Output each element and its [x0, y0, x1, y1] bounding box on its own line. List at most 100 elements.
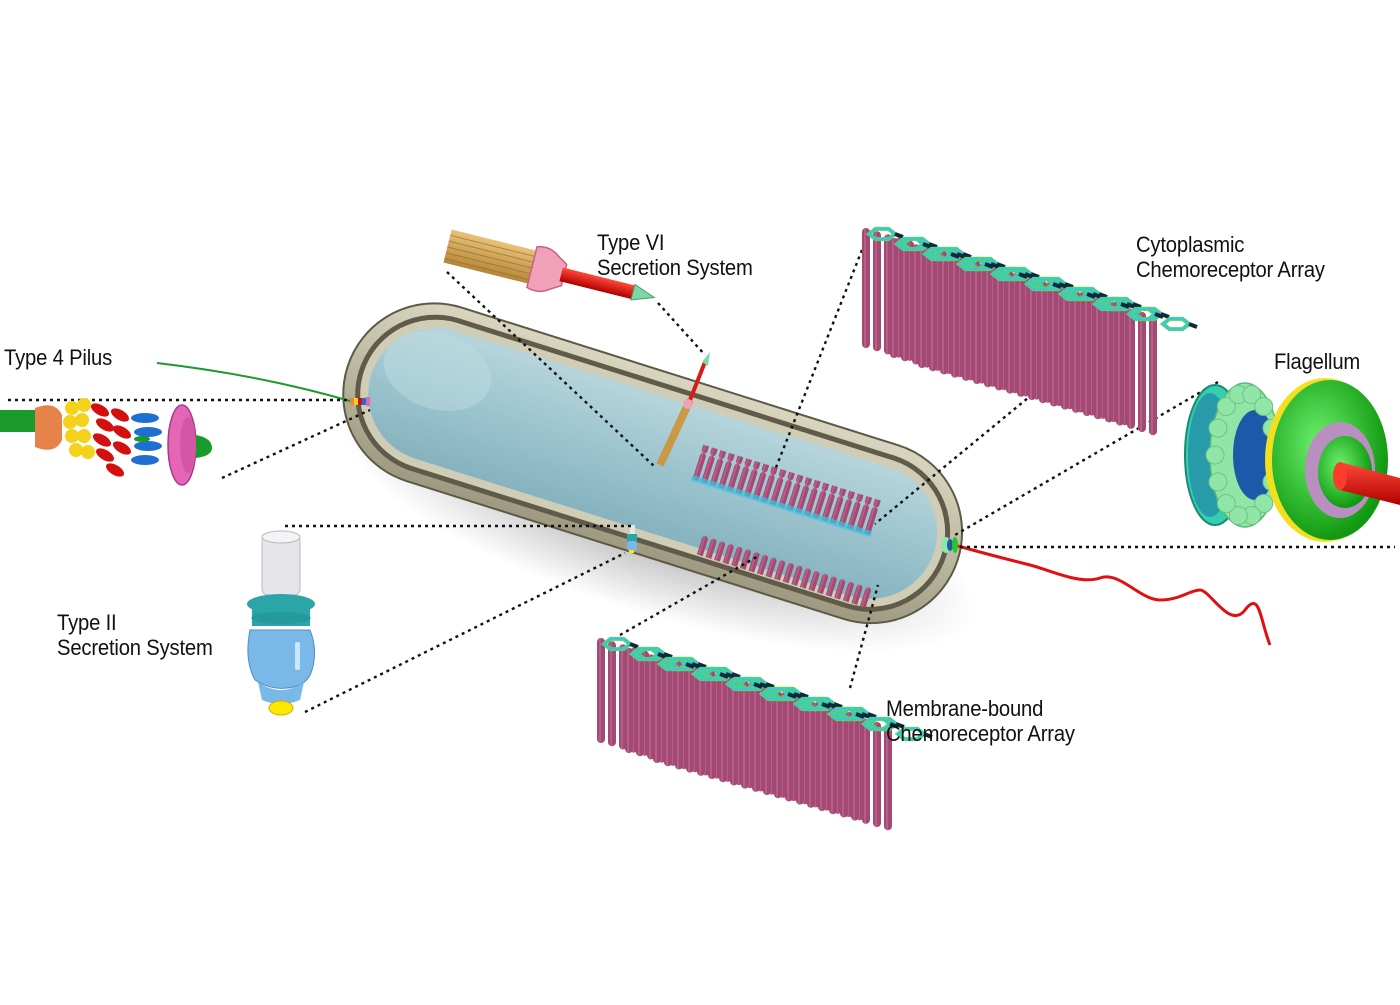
receptor-rod-highlight: [820, 706, 822, 811]
receptor-linker: [725, 672, 735, 679]
label-membrane-array: Membrane-bound Chemoreceptor Array: [886, 696, 1075, 746]
receptor-ring-cyan: [1099, 297, 1129, 311]
receptor-ring-cyan: [828, 707, 858, 721]
receptor-rod-highlight: [864, 718, 866, 824]
receptor-linker: [1018, 272, 1028, 279]
receptor-rod-highlight: [953, 257, 955, 378]
flagellar-motor-model: [1184, 378, 1400, 542]
receptor-ring-cyan: [692, 667, 722, 681]
receptor-linker: [759, 682, 769, 689]
receptor-rod-highlight: [1019, 276, 1021, 397]
label-type4-pilus: Type 4 Pilus: [4, 345, 112, 370]
receptor-linker: [629, 642, 639, 649]
stator-bead: [1208, 472, 1228, 492]
receptor-linker: [922, 242, 932, 249]
receptor-rod-highlight: [638, 651, 640, 757]
receptor-ring-cyan: [991, 267, 1021, 281]
receptor-linker: [855, 712, 865, 719]
receptor-linker: [1058, 282, 1068, 289]
receptor-linker: [1064, 282, 1074, 289]
receptor-linker: [1188, 322, 1198, 329]
t6ss-sheath: [443, 229, 540, 285]
receptor-linker: [821, 702, 831, 709]
mini-receptor-bundle: [691, 444, 882, 536]
leader-flagellum-top: [954, 380, 1219, 537]
receptor-rod-highlight: [903, 241, 905, 362]
label-cytoplasmic-array: Cytoplasmic Chemoreceptor Array: [1136, 232, 1325, 282]
receptor-ring-cyan: [997, 267, 1027, 281]
receptor-rod-highlight: [1052, 286, 1054, 407]
stator-bead: [1242, 385, 1262, 405]
label-type4-pilus-line1: Type 4 Pilus: [4, 345, 113, 370]
t6ss-spike: [630, 283, 656, 301]
label-type2-line2: Secretion System: [57, 635, 213, 660]
receptor-ring-cyan: [1161, 317, 1191, 331]
receptor-ring-cyan: [935, 247, 965, 261]
receptor-rod-highlight: [627, 648, 629, 753]
receptor-rod-highlight: [610, 641, 612, 747]
receptor-linker: [1092, 292, 1102, 299]
receptor-linker: [1160, 312, 1170, 319]
label-type6-secretion: Type VI Secretion System: [597, 230, 753, 280]
receptor-linker: [691, 662, 701, 669]
membrane-array-model: [597, 636, 933, 831]
receptor-linker: [867, 712, 877, 719]
receptor-rod-highlight: [732, 680, 734, 786]
receptor-ring-cyan: [1037, 277, 1067, 291]
label-flagellum: Flagellum: [1274, 349, 1360, 374]
mini-flagellar-motor: [941, 537, 958, 553]
receptor-rod-highlight: [920, 248, 922, 368]
receptor-linker: [984, 262, 994, 269]
t2ss-lower-ring: [258, 682, 304, 704]
receptor-ring-cyan: [901, 237, 931, 251]
receptor-linker: [1030, 272, 1040, 279]
receptor-rod-highlight: [942, 254, 944, 375]
label-cyto-line1: Cytoplasmic: [1136, 232, 1245, 257]
receptor-ring-cyan: [895, 237, 925, 251]
receptor-rod-highlight: [886, 234, 888, 355]
receptor-ring-cyan: [726, 677, 756, 691]
receptor-rod-highlight: [710, 674, 712, 779]
receptor-linker: [1086, 292, 1096, 299]
t2ss-foot: [268, 700, 294, 716]
t6ss-baseplate: [526, 245, 568, 293]
receptor-rod-highlight: [1008, 273, 1010, 394]
receptor-linker: [657, 652, 667, 659]
label-type6-line2: Secretion System: [597, 255, 753, 280]
receptor-linker: [895, 722, 905, 729]
receptor-linker: [787, 692, 797, 699]
receptor-linker: [950, 252, 960, 259]
pilus-blue-subunits: [131, 413, 162, 465]
pilus-shaft: [0, 410, 40, 432]
receptor-rod-highlight: [599, 638, 601, 743]
receptor-linker: [923, 732, 933, 739]
receptor-rod-highlight: [1041, 283, 1043, 404]
receptor-linker: [685, 662, 695, 669]
pilus-tip: [196, 435, 212, 458]
leader-lines: [8, 249, 1395, 714]
flagellum-filament: [957, 544, 1272, 646]
label-membrane-line2: Chemoreceptor Array: [886, 721, 1075, 746]
receptor-ring-cyan: [704, 667, 734, 681]
stator-bead: [1208, 418, 1228, 438]
cytoplasmic-array-model: [862, 226, 1198, 436]
receptor-ring-cyan: [1133, 307, 1163, 321]
receptor-ring-cyan: [957, 257, 987, 271]
mini-receptor-bundle-membrane: [695, 535, 872, 608]
receptor-ring-cyan: [1059, 287, 1089, 301]
mini-t2ss: [627, 525, 637, 553]
leader-t6ss-right: [657, 302, 706, 356]
receptor-rod-highlight: [1074, 292, 1076, 413]
receptor-ring-cyan: [1127, 307, 1157, 321]
type2-secretion-model: [247, 530, 316, 716]
receptor-rod-highlight: [1151, 315, 1153, 436]
receptor-linker: [663, 652, 673, 659]
receptor-rod-highlight: [864, 228, 866, 348]
pilus-filament: [156, 362, 351, 402]
receptor-ring-cyan: [1025, 277, 1055, 291]
receptor-ring-cyan: [760, 687, 790, 701]
receptor-linker: [996, 262, 1006, 269]
mini-t2ss-foot: [629, 550, 634, 553]
stator-bead: [1254, 493, 1274, 513]
